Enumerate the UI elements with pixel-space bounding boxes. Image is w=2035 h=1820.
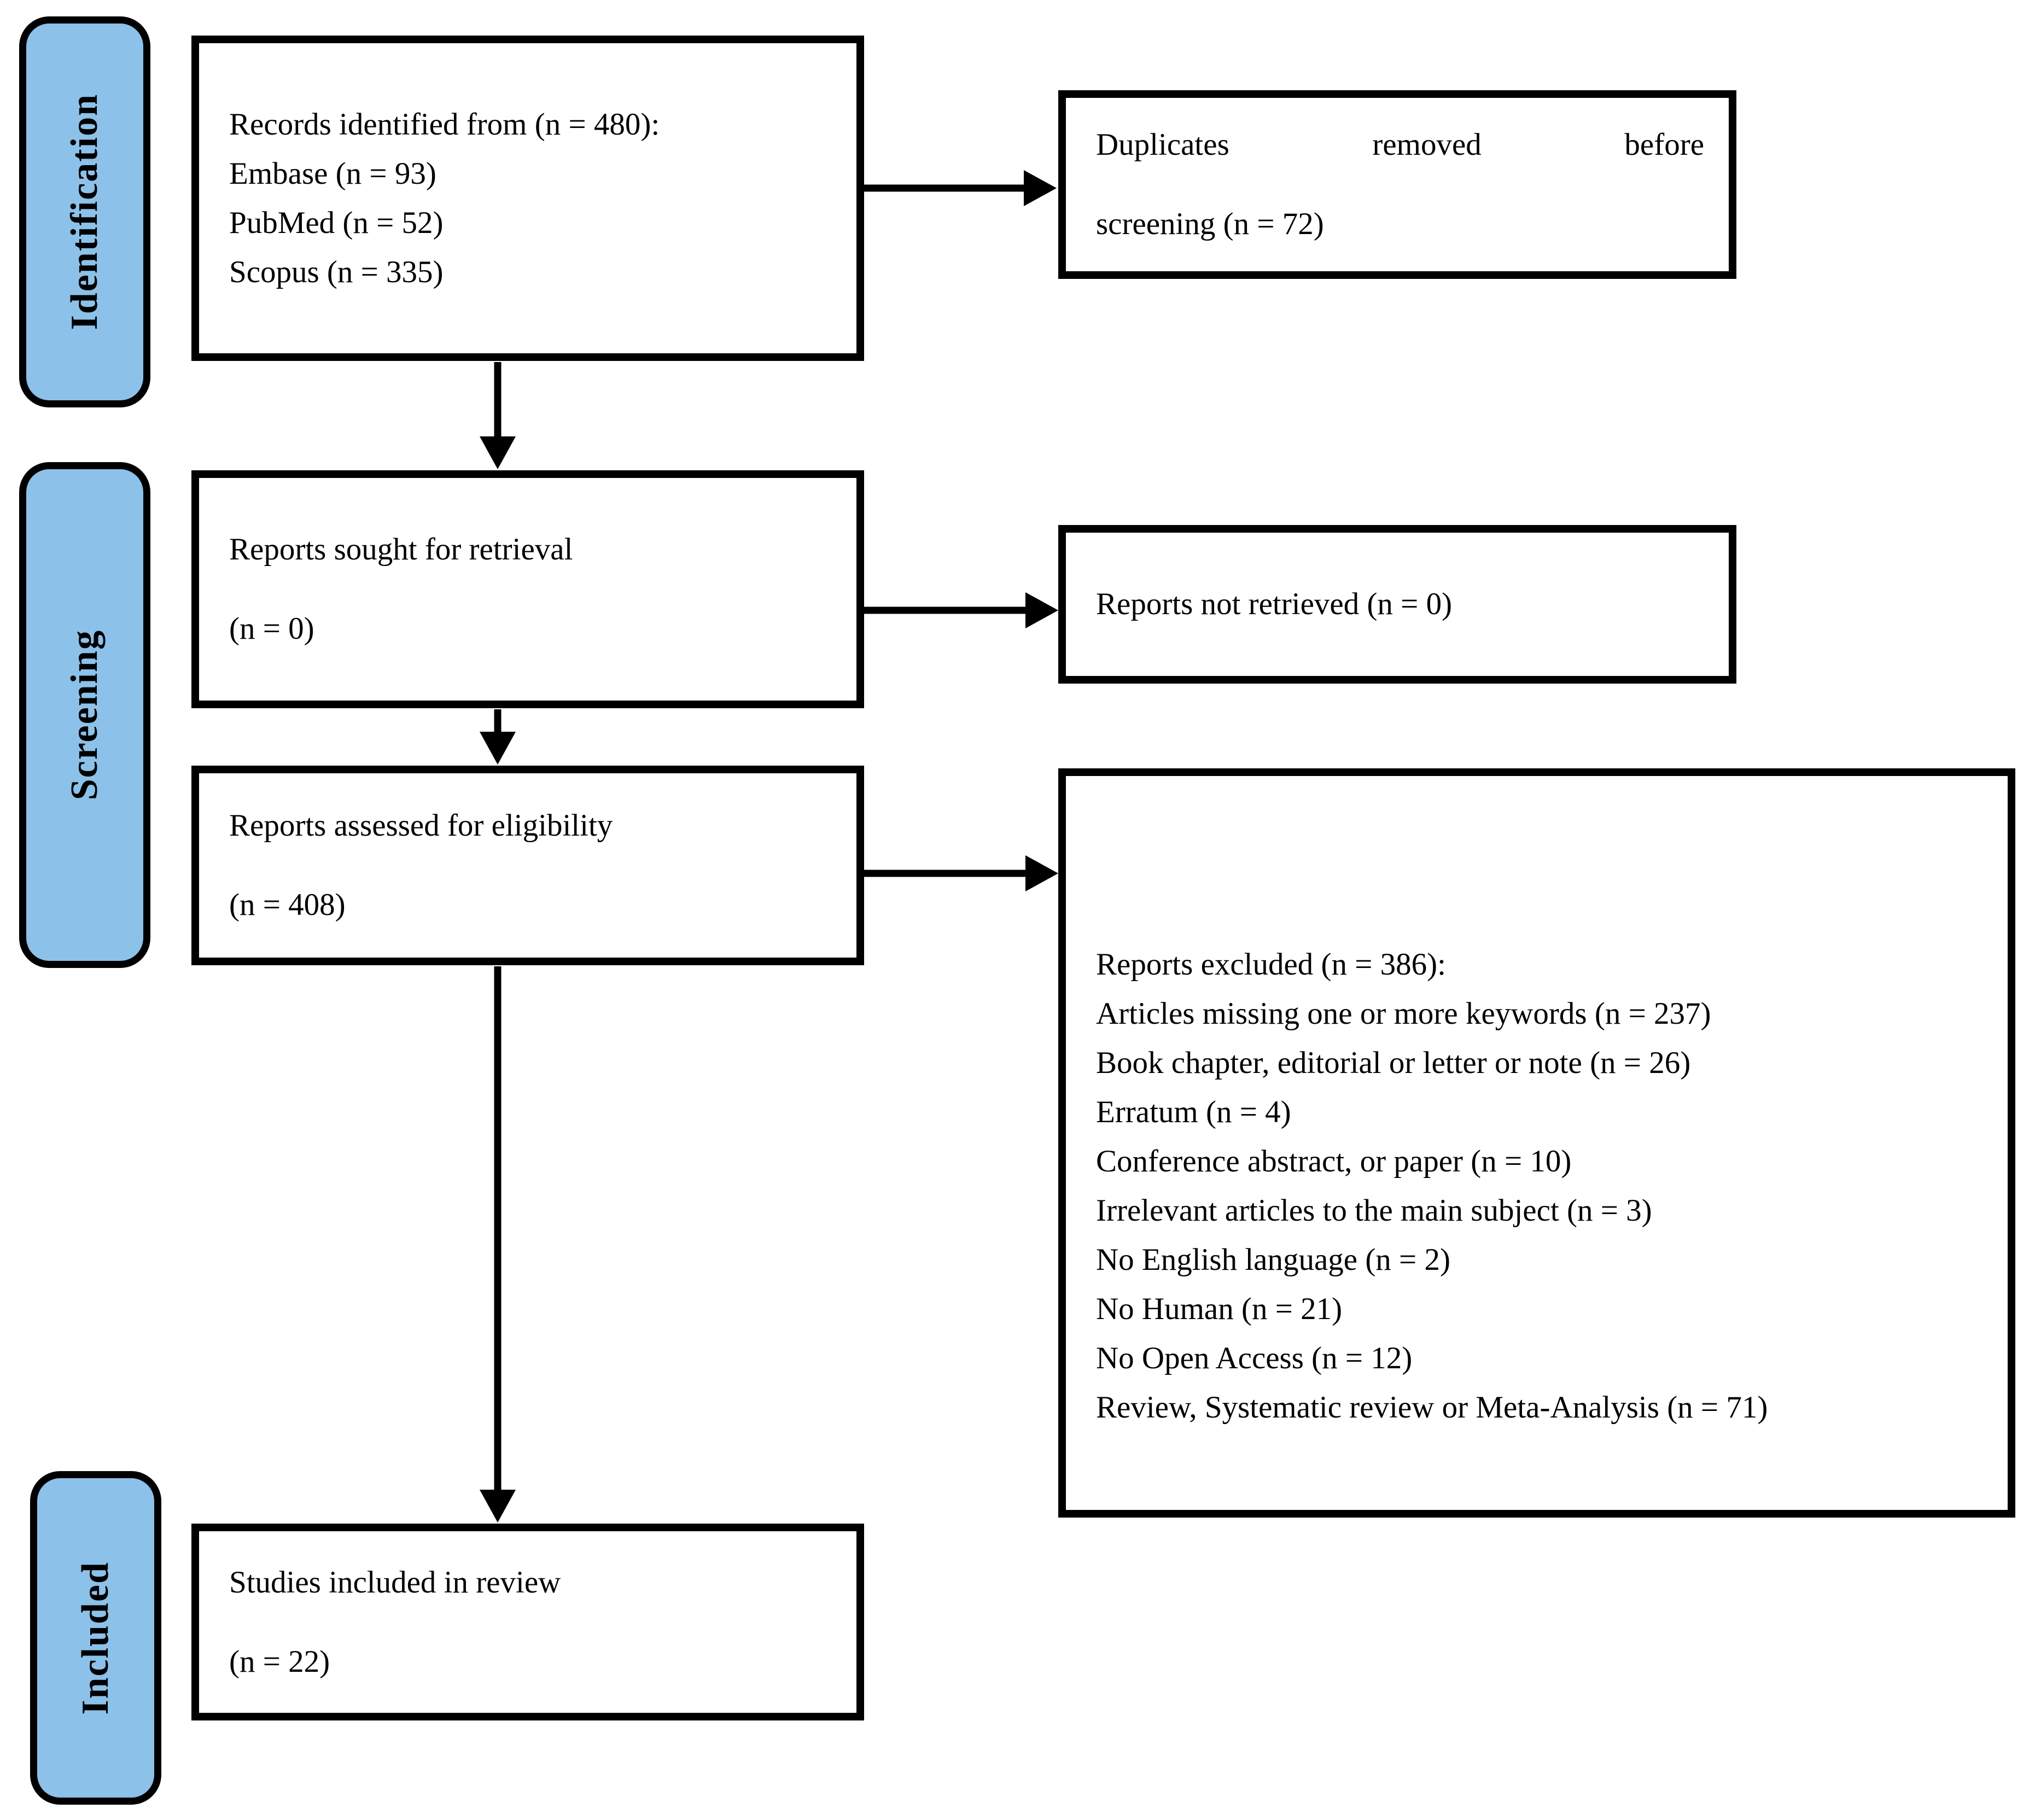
excluded-item: Book chapter, editorial or letter or not… bbox=[1096, 1046, 1691, 1080]
box-studies-included: Studies included in review (n = 22) bbox=[191, 1524, 864, 1720]
box-records-identified: Records identified from (n = 480): Embas… bbox=[191, 36, 864, 361]
excluded-item: Erratum (n = 4) bbox=[1096, 1095, 1291, 1129]
stage-identification: Identification bbox=[19, 16, 150, 407]
box-reports-excluded: Reports excluded (n = 386): Articles mis… bbox=[1058, 768, 2015, 1518]
excluded-item: Review, Systematic review or Meta-Analys… bbox=[1096, 1390, 1768, 1425]
arrow-assessed-to-included bbox=[480, 966, 516, 1522]
included-line-1: Studies included in review bbox=[229, 1565, 561, 1600]
excluded-item: No English language (n = 2) bbox=[1096, 1242, 1450, 1277]
sought-line-1: Reports sought for retrieval bbox=[229, 532, 573, 567]
arrow-assessed-to-excluded bbox=[853, 855, 1058, 891]
assessed-line-1: Reports assessed for eligibility bbox=[229, 808, 613, 843]
excluded-item: No Open Access (n = 12) bbox=[1096, 1341, 1413, 1375]
stage-identification-label: Identification bbox=[63, 94, 106, 330]
records-line: Records identified from (n = 480): bbox=[229, 107, 660, 142]
arrow-sought-to-not-retrieved bbox=[853, 592, 1058, 628]
stage-included: Included bbox=[30, 1471, 161, 1805]
records-line: Scopus (n = 335) bbox=[229, 254, 444, 289]
excluded-item: Articles missing one or more keywords (n… bbox=[1096, 996, 1711, 1031]
duplicates-line-1: Duplicates removed before bbox=[1096, 127, 1704, 162]
excluded-heading: Reports excluded (n = 386): bbox=[1096, 947, 1446, 982]
arrow-records-to-duplicates bbox=[853, 170, 1057, 206]
records-line: PubMed (n = 52) bbox=[229, 205, 444, 240]
stage-screening: Screening bbox=[19, 462, 150, 968]
box-reports-not-retrieved: Reports not retrieved (n = 0) bbox=[1058, 525, 1736, 684]
excluded-item: Conference abstract, or paper (n = 10) bbox=[1096, 1144, 1572, 1179]
arrow-sought-to-assessed bbox=[480, 709, 516, 765]
excluded-item: No Human (n = 21) bbox=[1096, 1292, 1343, 1326]
box-reports-sought: Reports sought for retrieval (n = 0) bbox=[191, 470, 864, 708]
not-retrieved-line: Reports not retrieved (n = 0) bbox=[1096, 587, 1453, 621]
arrow-records-to-sought bbox=[480, 362, 516, 469]
included-line-2: (n = 22) bbox=[229, 1644, 330, 1679]
box-duplicates-removed: Duplicates removed before screening (n =… bbox=[1058, 90, 1736, 279]
sought-line-2: (n = 0) bbox=[229, 611, 314, 646]
assessed-line-2: (n = 408) bbox=[229, 888, 346, 922]
duplicates-line-2: screening (n = 72) bbox=[1096, 207, 1324, 241]
stage-included-label: Included bbox=[74, 1561, 116, 1715]
records-line: Embase (n = 93) bbox=[229, 156, 436, 191]
box-reports-assessed: Reports assessed for eligibility (n = 40… bbox=[191, 766, 864, 965]
excluded-item: Irrelevant articles to the main subject … bbox=[1096, 1193, 1652, 1228]
stage-screening-label: Screening bbox=[63, 629, 106, 801]
